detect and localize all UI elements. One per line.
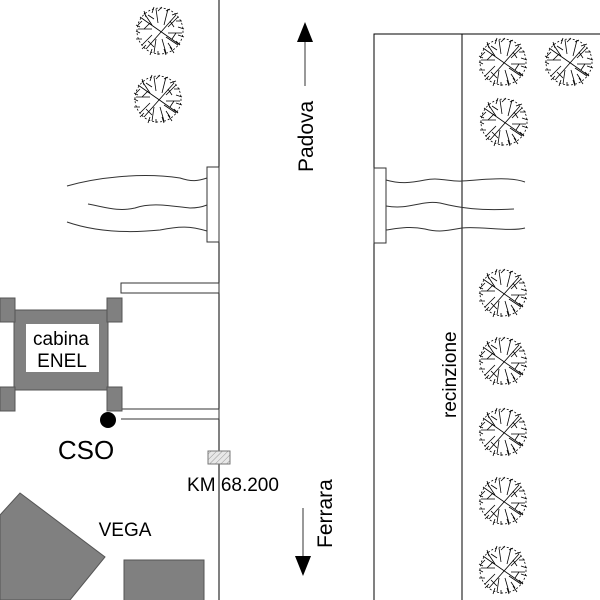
recinzione-label: recinzione [440,331,461,418]
tree-icon [478,268,528,318]
road-edge-right [373,33,600,600]
padova-label: Padova [295,100,318,172]
cabina-label-line1: cabina [33,329,89,350]
wall-lower [121,408,220,420]
cso-marker [100,412,116,428]
culvert-right [373,167,387,244]
tree-icon [133,74,183,124]
vega-building-rotated [0,492,106,600]
tree-icon [135,6,185,56]
cso-label: CSO [58,435,114,465]
tree-icon [478,37,528,87]
cabina-enel-building [0,297,123,412]
vega-building-rect [123,559,205,600]
culvert-left [206,166,220,243]
ferrara-label: Ferrara [314,479,337,548]
wall-upper [120,282,220,294]
km-label: KM 68.200 [187,475,279,496]
canal-left [66,175,208,233]
tree-icon [478,545,528,595]
tree-icon [544,37,594,87]
tree-icon [478,336,528,386]
km-marker [207,450,231,465]
cabina-label-line2: ENEL [37,351,87,372]
ferrara-arrow [295,508,311,576]
trees [133,6,594,595]
tree-icon [478,407,528,457]
tree-icon [478,476,528,526]
canal-right [385,178,526,232]
tree-icon [479,97,529,147]
vega-label: VEGA [99,520,152,541]
padova-arrow [297,22,313,86]
